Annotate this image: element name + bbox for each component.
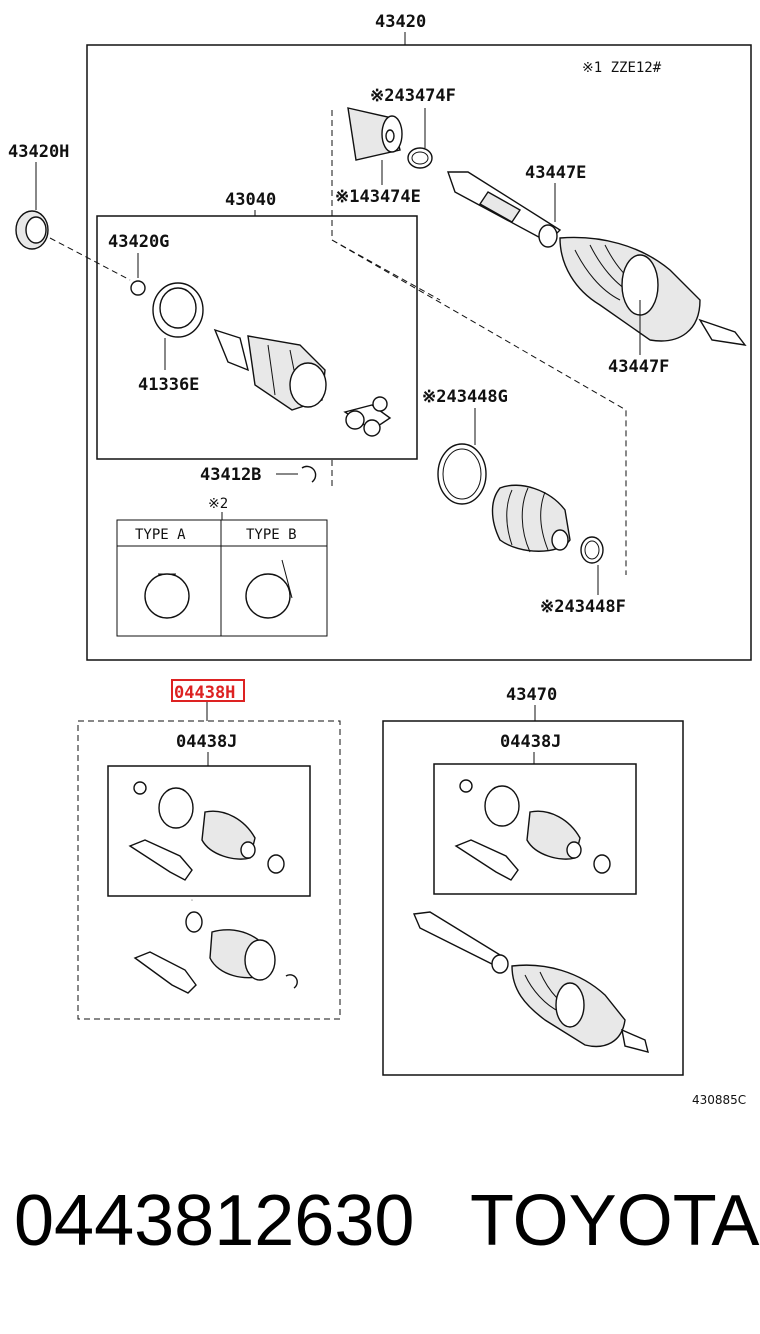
label-43474F: ※243474F [370, 86, 456, 106]
note-zze12: ※1 ZZE12# [582, 60, 662, 76]
label-04438H: 04438H [174, 683, 235, 703]
seal-43420H [15, 210, 49, 250]
label-43470: 43470 [506, 685, 557, 705]
label-43040: 43040 [225, 190, 276, 210]
kit-04438J-right-box [433, 763, 637, 895]
inner-joint-housing [213, 328, 327, 411]
kit-right-shaft [412, 911, 649, 1053]
highlight-04438H [171, 679, 245, 702]
boot [491, 484, 571, 553]
label-43447E: 43447E [525, 163, 586, 183]
damper-43474E [347, 107, 403, 161]
parts-diagram: 43420 ※1 ZZE12# 43420H ※243474F ※143474E… [8, 12, 752, 1107]
kit-right-parts [454, 779, 611, 881]
kit-04438J-left-box [107, 765, 311, 897]
drive-shaft [447, 171, 747, 346]
diagram-code: 430885C [692, 1093, 746, 1107]
boot-clamp-43448G [437, 443, 487, 505]
label-43447F: 43447F [608, 357, 669, 377]
tripod-joint [343, 396, 392, 437]
label-43448F: ※243448F [540, 597, 626, 617]
snap-ring-43412B [301, 465, 317, 483]
label-04438J-left: 04438J [176, 732, 237, 752]
label-43448G: ※243448G [422, 387, 508, 407]
footer: 0443812630 TOYOTA [0, 1185, 760, 1295]
label-type-b: TYPE B [246, 527, 297, 543]
part-number: 0443812630 [14, 1181, 415, 1261]
label-type-a: TYPE A [135, 527, 186, 543]
label-43474E: ※143474E [335, 187, 421, 207]
label-43412B: 43412B [200, 465, 261, 485]
kit-43470-box [382, 720, 684, 1076]
label-41336E: 41336E [138, 375, 199, 395]
label-43420: 43420 [375, 12, 426, 32]
brand-name: TOYOTA [470, 1181, 760, 1261]
boot-clamp-43448F [580, 536, 604, 564]
kit-04438H-box [77, 720, 341, 1020]
label-43420G: 43420G [108, 232, 169, 252]
kit-left-parts [128, 781, 298, 994]
label-43420H: 43420H [8, 142, 69, 162]
label-mark2: ※2 [208, 496, 228, 512]
snap-ring-43420G [130, 280, 146, 296]
assembly-43420-box [86, 44, 752, 661]
clamp-type-table: TYPE A TYPE B [116, 519, 328, 637]
clamp-43474F [407, 147, 433, 169]
label-04438J-right: 04438J [500, 732, 561, 752]
inner-joint-box-43040 [96, 215, 418, 460]
ring-41336E [152, 282, 204, 338]
